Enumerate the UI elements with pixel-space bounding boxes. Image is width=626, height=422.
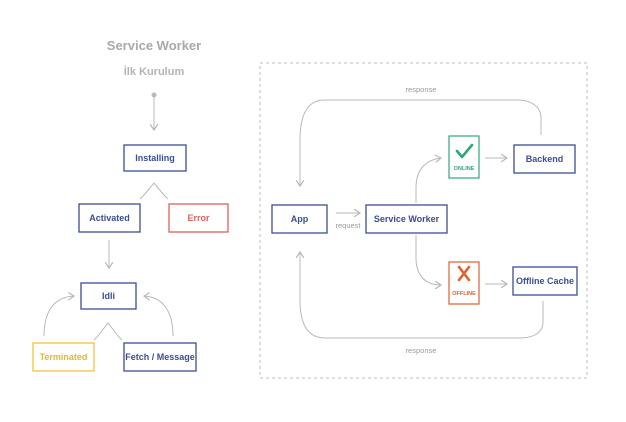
node-service-worker: Service Worker — [365, 204, 448, 234]
state-fetch-message: Fetch / Message — [123, 342, 197, 372]
node-backend: Backend — [513, 144, 576, 174]
online-badge: ONLINE — [448, 135, 480, 179]
cross-icon — [457, 265, 471, 282]
node-offline-cache: Offline Cache — [512, 266, 578, 296]
lifecycle-subtitle: İlk Kurulum — [124, 65, 185, 78]
online-label: ONLINE — [454, 166, 475, 172]
state-idle-label: Idli — [102, 291, 115, 301]
split-caret-right-tip — [163, 194, 169, 200]
arrow-sw-offline — [415, 235, 441, 285]
split-caret-idle-right-tip — [117, 335, 123, 341]
offline-badge: OFFLINE — [448, 261, 480, 305]
state-activated-label: Activated — [89, 213, 130, 223]
state-terminated-label: Terminated — [40, 352, 88, 362]
state-installing: Installing — [123, 144, 187, 172]
state-fetch-message-label: Fetch / Message — [125, 352, 195, 362]
state-idle: Idli — [80, 282, 137, 310]
arrow-sw-online — [415, 158, 441, 203]
split-caret-idle-left-tip — [93, 335, 99, 341]
response-bottom-label: response — [406, 346, 437, 355]
split-caret-installing — [143, 182, 165, 196]
arrow-response-bottom — [300, 252, 544, 339]
node-app: App — [271, 204, 328, 234]
split-caret-left-tip — [139, 194, 145, 200]
node-service-worker-label: Service Worker — [374, 214, 440, 224]
arrow-response-top — [300, 99, 542, 186]
arrow-terminated-idle — [43, 296, 74, 337]
node-backend-label: Backend — [526, 154, 564, 164]
check-icon — [455, 143, 474, 159]
split-caret-idle — [97, 322, 119, 337]
arrow-fetch-idle — [144, 296, 174, 337]
node-offline-cache-label: Offline Cache — [516, 276, 574, 286]
node-app-label: App — [291, 214, 309, 224]
state-activated: Activated — [78, 203, 141, 233]
state-error: Error — [168, 203, 229, 233]
offline-label: OFFLINE — [452, 291, 476, 297]
state-error-label: Error — [187, 213, 210, 223]
flow-dashed-frame — [259, 62, 588, 379]
start-dot — [151, 92, 157, 98]
lifecycle-title: Service Worker — [107, 38, 201, 53]
request-label: request — [335, 221, 361, 230]
response-top-label: response — [406, 85, 437, 94]
state-terminated: Terminated — [32, 342, 95, 372]
state-installing-label: Installing — [135, 153, 175, 163]
